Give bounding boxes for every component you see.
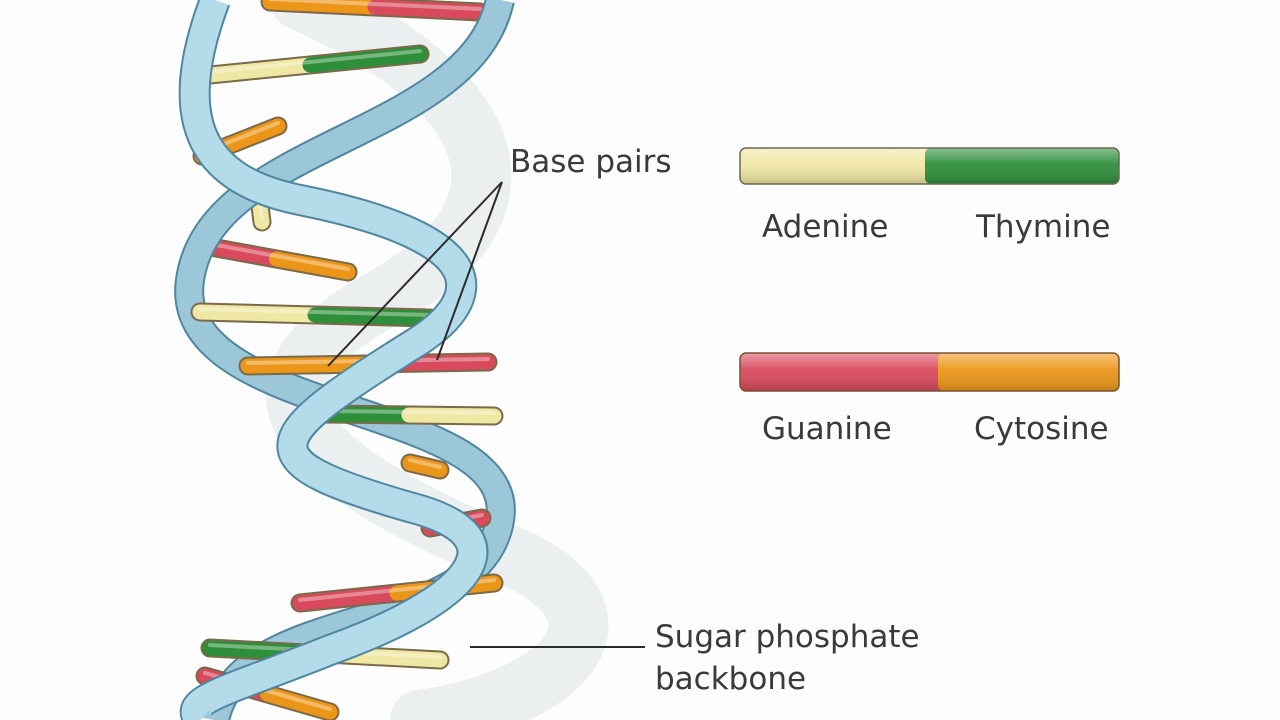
base-pair-highlight [203,241,350,271]
base-pair-highlight [198,49,422,75]
legend-bar-guanine-cytosine [739,352,1120,392]
base-left [262,0,383,15]
base-right [232,118,286,149]
backbone-label: Sugar phosphate backbone [655,616,920,700]
leader-line-base-pairs-b [436,181,503,361]
base-left [240,356,376,374]
base-right [302,46,428,73]
base-left [316,406,417,423]
legend-bar-adenine-thymine [739,147,1120,185]
base-pair-highlight [268,0,482,11]
leader-lines [327,181,645,648]
cytosine-label: Cytosine [974,411,1109,447]
adenine-label: Adenine [762,209,889,245]
base-pair-highlight [198,307,432,317]
backbone-label-line1: Sugar phosphate [655,619,920,655]
sugar-phosphate-strand-front [178,0,489,720]
thymine-label: Thymine [976,209,1111,245]
base-right [252,198,270,230]
base-pair-rung [314,404,504,426]
base-pairs-label: Base pairs [510,144,672,180]
base-left [197,238,284,267]
base-pair-rung [195,236,358,282]
base-left [192,304,323,323]
base-right [307,307,438,326]
base-right [401,407,502,424]
base-pair-rung [190,302,440,328]
base-right [417,459,448,478]
base-pair-rung [260,0,490,22]
base-left [292,585,405,611]
base-pair-rung [190,44,430,86]
backbone-label-line2: backbone [655,661,807,697]
base-pair-highlight [408,458,442,469]
base-right [269,251,356,280]
guanine-label: Guanine [762,411,892,447]
base-pair-legend [739,147,1120,392]
base-pair-rung [400,453,450,480]
leader-line-base-pairs-a [327,181,503,367]
base-right [260,686,338,720]
strand-ribbon-fill [180,0,487,720]
base-pair-highlight [322,409,496,415]
base-pairs-back [190,0,490,480]
base-right [367,0,488,20]
base-left [192,57,318,84]
